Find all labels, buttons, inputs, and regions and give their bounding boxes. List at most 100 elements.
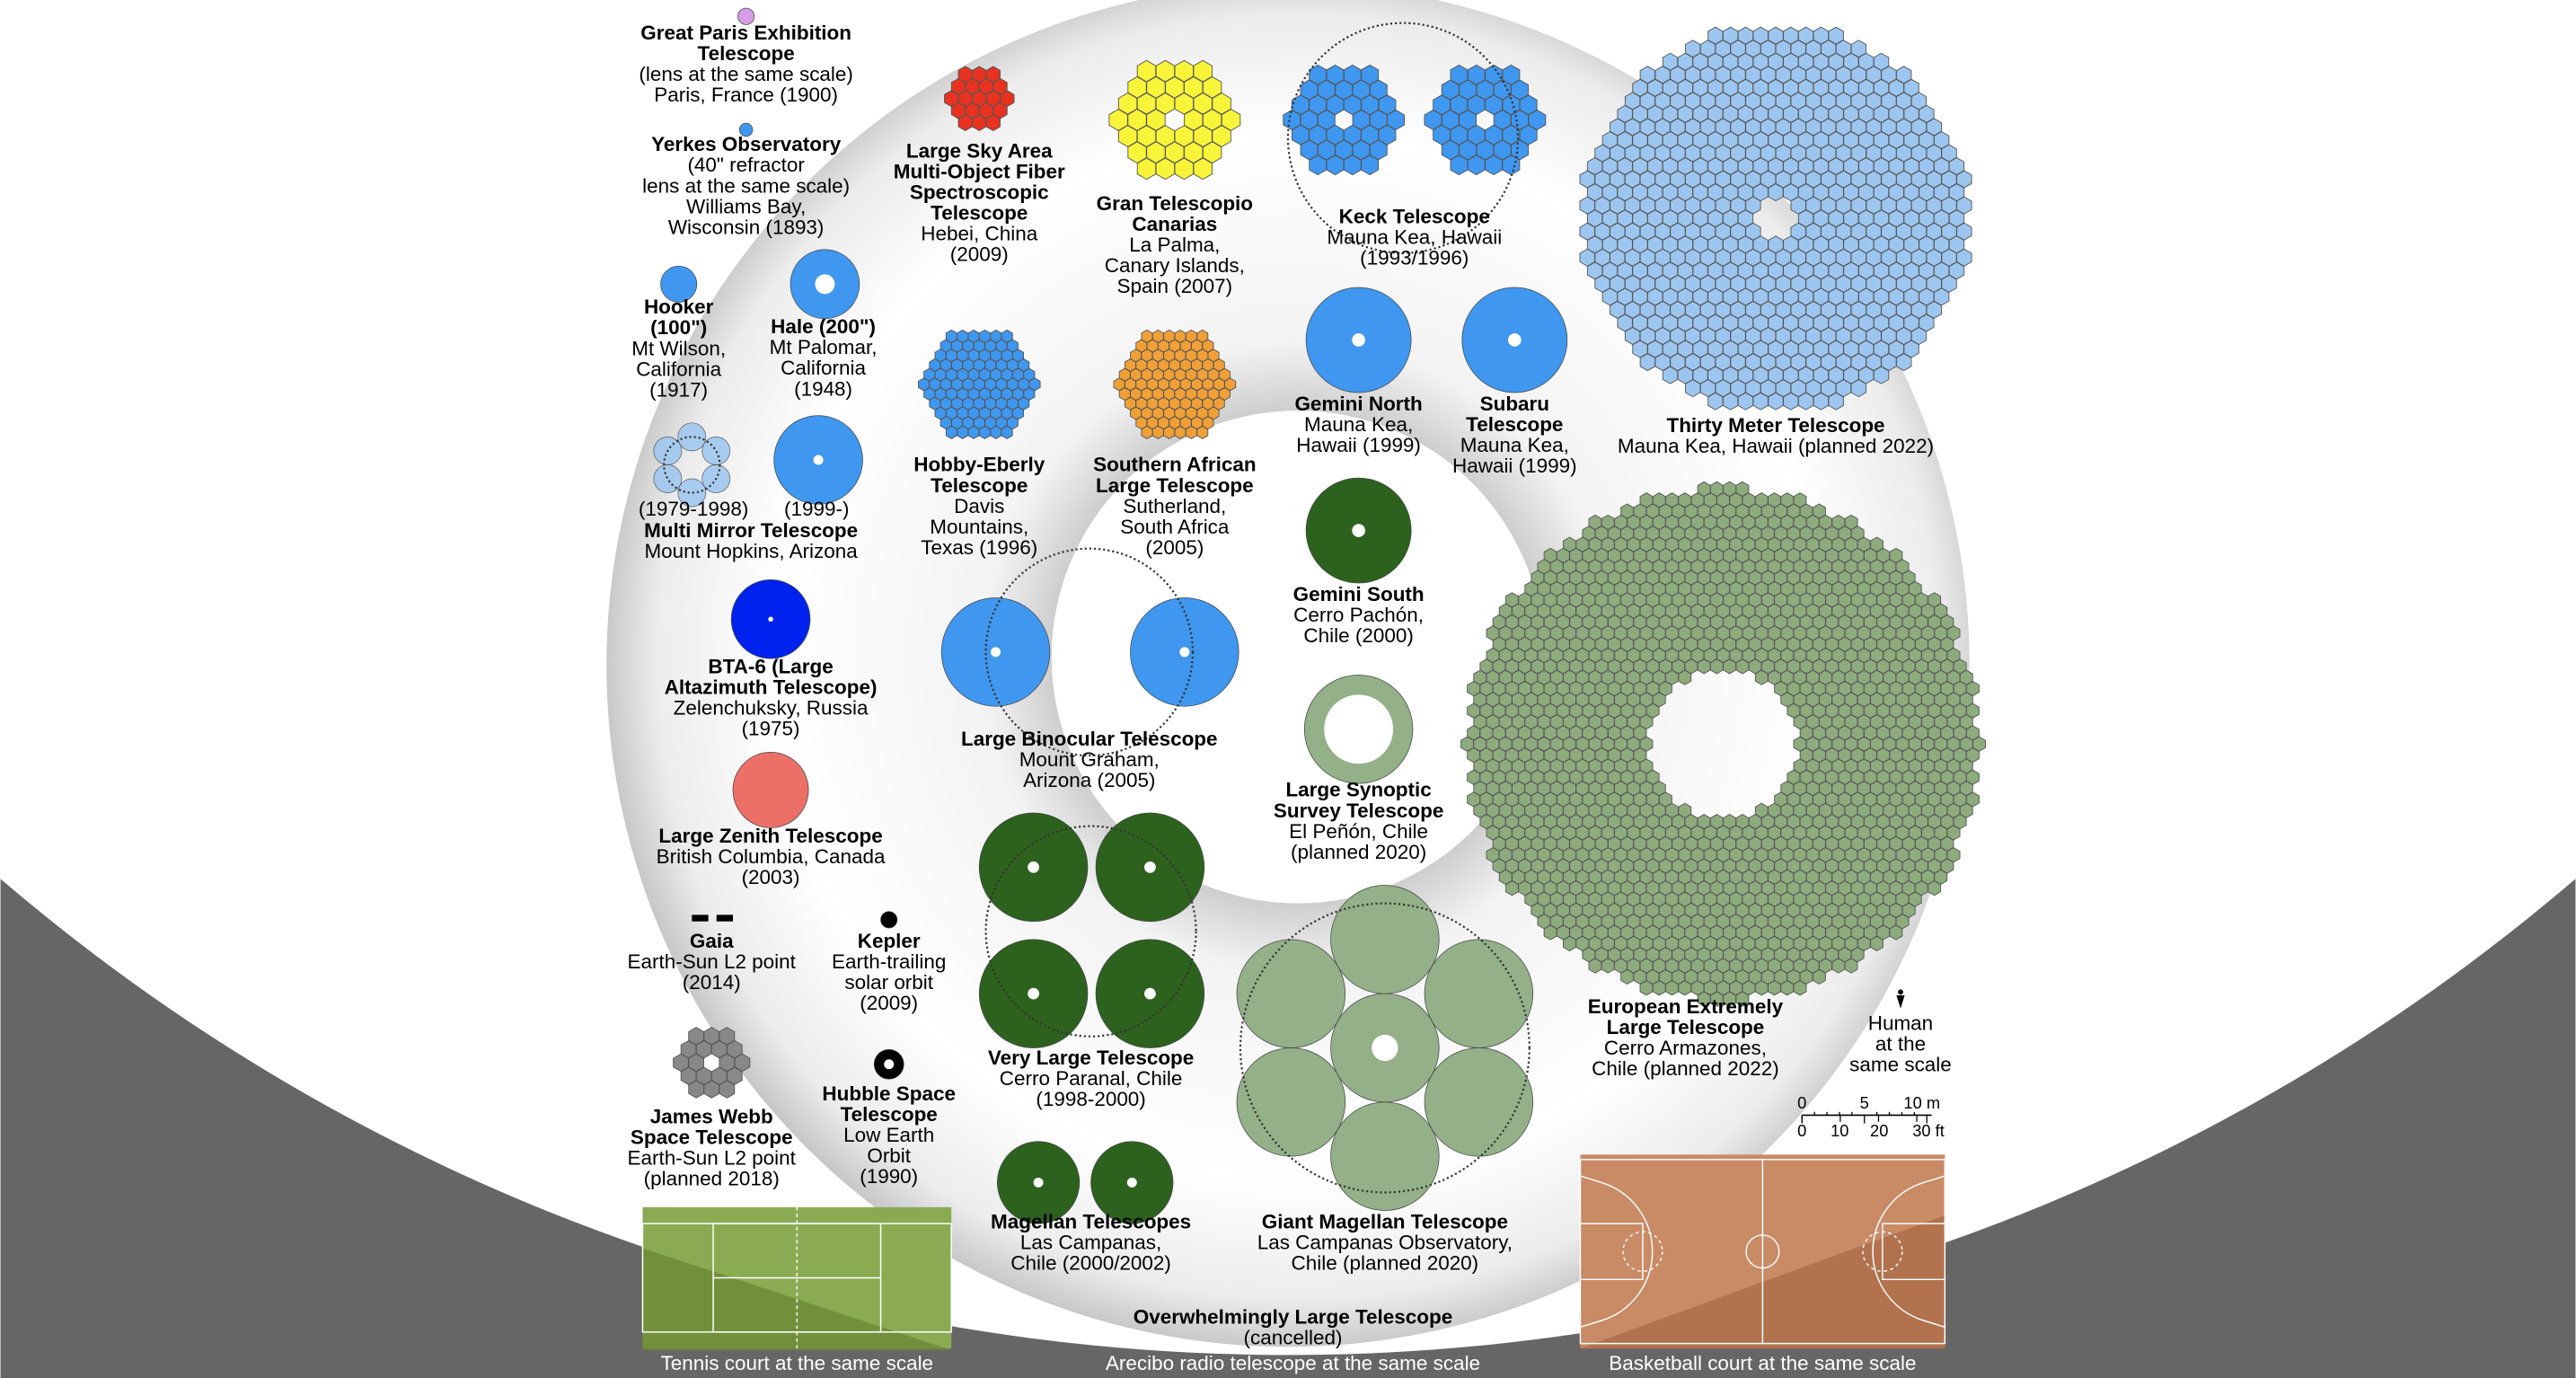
human-figure-icon	[1898, 989, 1903, 995]
telescope-details: (1990)	[860, 1165, 918, 1188]
telescope-details: La Palma,	[1129, 234, 1220, 256]
mmt-year-original: (1979-1998)	[639, 498, 748, 520]
paris-lens	[737, 7, 755, 25]
central-hole	[815, 274, 835, 295]
scale-feet-label: 10	[1831, 1121, 1848, 1140]
telescope-details: Earth-Sun L2 point	[628, 950, 797, 973]
jwst-mirror	[673, 1027, 751, 1099]
hooker-mirror	[660, 265, 698, 303]
telescope-details: Chile (planned 2020)	[1292, 1252, 1479, 1275]
mirror-segment	[1965, 702, 1980, 719]
mirror-segment	[1946, 625, 1961, 641]
gmt-outer-mirror	[1330, 885, 1440, 994]
dotted-outline	[984, 825, 1197, 1038]
central-hole	[1508, 333, 1522, 347]
mirror-segment	[1028, 377, 1041, 392]
mirror-segment	[1639, 736, 1654, 752]
yerkes-lens	[738, 122, 754, 137]
telescope-name: Hooker	[644, 296, 714, 318]
telescope-name: Survey Telescope	[1274, 799, 1443, 822]
mirror-segment	[1965, 769, 1980, 785]
telescope-details: California	[636, 358, 721, 380]
telescope-name: Telescope	[698, 42, 795, 65]
telescope-name: Canarias	[1132, 213, 1217, 235]
telescope-details: (1975)	[742, 718, 800, 740]
central-hole	[1352, 333, 1365, 347]
telescope-name: Gemini South	[1293, 583, 1425, 605]
telescope-details: Wisconsin (1893)	[668, 216, 825, 238]
basketball-ft-circle-right	[1862, 1231, 1903, 1272]
telescope-details: Chile (2000)	[1303, 624, 1413, 647]
kepler-mirror	[880, 911, 898, 929]
mirror-segment	[1965, 791, 1980, 808]
telescope-name: Spectroscopic	[910, 181, 1049, 204]
het-mirror	[918, 329, 1041, 439]
gmt-outer-mirror	[1424, 939, 1534, 1048]
dotted-outline	[663, 436, 721, 494]
telescope-name: European Extremely	[1588, 995, 1784, 1018]
telescope-details: (2014)	[683, 971, 741, 994]
telescope-details: Chile (planned 2022)	[1592, 1057, 1779, 1080]
telescope-details: Zelenchuksky, Russia	[674, 697, 869, 720]
telescope-name: Magellan Telescopes	[991, 1211, 1191, 1233]
dotted-outline	[984, 547, 1195, 757]
telescope-details: (2009)	[950, 243, 1009, 266]
tmt-mirror	[1579, 26, 1972, 411]
telescope-details: Earth-trailing	[832, 950, 946, 973]
gmt-outer-mirror	[1424, 1047, 1534, 1157]
telescope-details: Paris, France (1900)	[654, 84, 838, 106]
central-hole	[1028, 861, 1040, 873]
central-hole	[768, 616, 773, 623]
telescope-name: Kepler	[858, 930, 921, 952]
tennis-caption: Tennis court at the same scale	[661, 1352, 933, 1374]
scale-feet-label: 30 ft	[1912, 1121, 1945, 1140]
telescope-name: Yerkes Observatory	[651, 133, 842, 155]
mmt-original-mirror	[653, 464, 683, 493]
central-hole	[1144, 861, 1156, 873]
telescope-name: BTA-6 (Large	[708, 656, 833, 678]
telescope-name: Southern African	[1093, 454, 1256, 476]
telescope-details: Mauna Kea, Hawaii	[1327, 226, 1502, 249]
scale-meter-label: 10 m	[1903, 1093, 1940, 1112]
telescope-details: (1998-2000)	[1036, 1088, 1145, 1110]
telescope-name: Large Synoptic	[1285, 779, 1431, 801]
dotted-outline	[1239, 902, 1531, 1194]
telescope-name: Gemini North	[1294, 393, 1422, 415]
human-scale-label: at the	[1875, 1032, 1926, 1055]
telescope-details: (1993/1996)	[1360, 247, 1469, 269]
mirror-segment	[1528, 110, 1547, 130]
basketball-court	[1579, 1154, 1946, 1349]
telescope-name: Hobby-Eberly	[913, 454, 1045, 476]
telescope-details: lens at the same scale)	[642, 174, 850, 197]
central-hole	[1324, 694, 1394, 764]
telescope-name: Altazimuth Telescope)	[665, 676, 878, 699]
mirror-segment	[734, 1053, 751, 1073]
telescope-details: (planned 2020)	[1291, 841, 1426, 863]
telescope-details: Mauna Kea, Hawaii (planned 2022)	[1618, 435, 1934, 457]
basketball-caption: Basketball court at the same scale	[1609, 1352, 1916, 1374]
lzt-mirror	[732, 752, 809, 828]
telescope-name: Multi-Object Fiber	[894, 161, 1065, 183]
gmt-outer-mirror	[1236, 1047, 1346, 1157]
telescope-name: Hubble Space	[822, 1082, 956, 1105]
telescope-name: Giant Magellan Telescope	[1262, 1211, 1508, 1233]
telescope-details: (2005)	[1145, 536, 1204, 559]
arecibo-caption: Arecibo radio telescope at the same scal…	[1106, 1352, 1480, 1374]
telescope-details: solar orbit	[844, 971, 933, 994]
human-figure-icon	[1896, 994, 1905, 1009]
central-hole	[1144, 987, 1156, 1000]
scale-meter-label: 0	[1797, 1093, 1806, 1112]
telescope-details: Hawaii (1999)	[1296, 434, 1421, 456]
gmt-outer-mirror	[1236, 939, 1346, 1048]
mirror-segment	[1972, 736, 1986, 752]
telescope-details: Low Earth	[843, 1124, 934, 1146]
telescope-details: Mount Hopkins, Arizona	[644, 540, 858, 562]
keck-1-mirror	[1283, 64, 1406, 176]
telescope-details: Las Campanas Observatory,	[1257, 1232, 1513, 1254]
telescope-name: Space Telescope	[631, 1126, 793, 1149]
telescope-details: (planned 2018)	[644, 1168, 780, 1190]
gmt-outer-mirror	[1330, 1101, 1440, 1211]
telescope-name: Large Binocular Telescope	[961, 728, 1218, 750]
mirror-segment	[1221, 109, 1241, 131]
telescope-details: Cerro Armazones,	[1604, 1037, 1767, 1059]
